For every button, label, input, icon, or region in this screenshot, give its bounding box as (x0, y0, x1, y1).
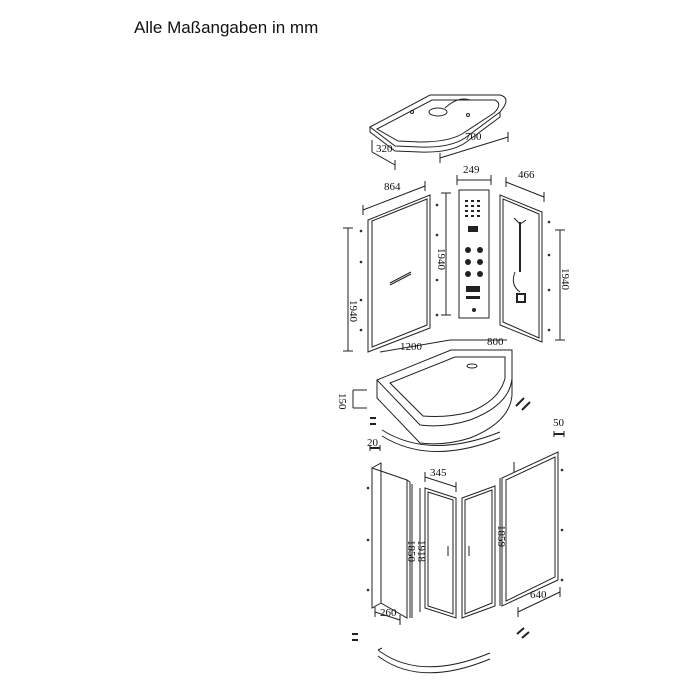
dim-profile-left: 20 (367, 437, 379, 449)
dim-roof-width: 700 (465, 131, 482, 143)
left-fixed-panel (366, 445, 411, 625)
dim-roof-depth: 320 (376, 143, 393, 155)
dim-column-width: 249 (463, 164, 480, 176)
bottom-curved-rail (352, 627, 530, 674)
back-panel (499, 177, 565, 343)
page-title: Alle Maßangaben in mm (134, 18, 319, 37)
dim-column-height: 1940 (435, 248, 447, 271)
dim-tray-width: 1200 (400, 341, 423, 353)
dim-profile-right: 50 (553, 417, 565, 429)
dim-side-height: 1859 (495, 525, 507, 548)
door-height-lines (411, 484, 421, 618)
dim-door-width: 345 (430, 467, 447, 479)
dim-glass-height: 1940 (347, 300, 359, 323)
dim-back-width: 466 (518, 169, 535, 181)
dim-fixed-left-width: 260 (380, 607, 397, 619)
dim-glass-width: 864 (384, 181, 401, 193)
dim-tray-depth: 800 (487, 336, 504, 348)
shower-column (441, 175, 492, 319)
roof (369, 94, 509, 170)
dim-door-height-2: 1850 (405, 540, 417, 563)
dim-fixed-right-width: 640 (530, 589, 547, 601)
upper-curved-rail (381, 429, 501, 452)
right-fixed-panel (499, 431, 565, 617)
dim-door-height-1: 1918 (415, 540, 427, 563)
dim-tray-height: 150 (336, 393, 348, 410)
left-glass-panel (343, 181, 439, 353)
sliding-doors (424, 472, 496, 619)
shower-tray (352, 339, 531, 445)
dim-back-height: 1940 (559, 268, 571, 291)
